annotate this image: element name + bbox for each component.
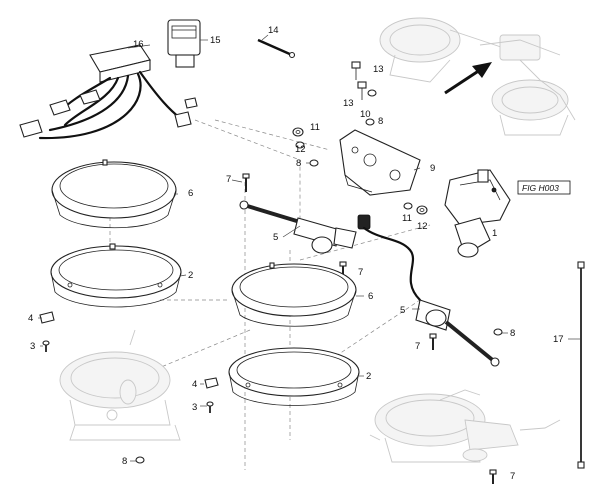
callout-leaders [38,34,580,462]
callout-8c: 8 [510,328,515,339]
callout-5b: 5 [400,305,405,316]
callout-3b: 3 [192,402,197,413]
cable-length-indicator [577,261,585,469]
callout-4a: 4 [28,313,33,324]
screw-7a [242,173,250,192]
callout-11b: 11 [402,213,412,224]
callout-2a: 2 [188,270,193,281]
arrow-right-up-icon [444,62,492,95]
spring-washer-11-top [295,141,305,149]
frame-ring-left [50,243,182,308]
callout-15: 15 [210,35,221,46]
washer-12-top [292,127,304,137]
callout-2b: 2 [366,371,371,382]
callout-8b: 8 [296,158,301,169]
figure-tag-text: FIG H003 [522,183,559,193]
bowl-ring-upper-left [51,159,177,229]
callout-12b: 12 [417,221,428,232]
nut-8-bottom [135,456,145,464]
clip-4a [39,311,55,324]
callout-17: 17 [553,334,564,345]
ghost-assembly-lower-right [369,389,561,463]
callout-14: 14 [268,25,279,36]
washer-12-right [416,205,428,215]
hydraulic-motor-unit [444,169,511,258]
linear-actuator-upper [239,200,422,302]
washer-13 [367,89,377,97]
callout-3a: 3 [30,341,35,352]
frame-ring-center [228,347,360,406]
callout-8d: 8 [122,456,127,467]
bolt-13a [351,61,361,80]
callout-13b: 13 [343,98,354,109]
callout-7a: 7 [226,174,231,185]
ghost-assembly-lower-left [59,329,181,441]
bowl-ring-center [231,262,357,327]
callout-6b: 6 [368,291,373,302]
nut-8-top [365,118,375,126]
ghost-assembly-top-right [379,17,576,136]
callout-16: 16 [133,39,144,50]
callout-9: 9 [430,163,435,174]
screw-3b [206,401,214,413]
spring-washer-11-right [403,202,413,210]
callout-10: 10 [360,109,371,120]
wiring-harness [19,44,198,140]
callout-7b: 7 [358,267,363,278]
callout-7d: 7 [510,471,515,482]
callout-labels: 16 15 14 10 13 13 8 11 12 8 9 11 12 1 7 … [28,25,564,482]
nut-8-right [493,328,503,336]
mounting-bracket [339,129,421,196]
bolt-13b [357,81,367,100]
screw-7c [429,333,437,350]
cable-tie [257,38,296,59]
callout-5a: 5 [273,232,278,243]
callout-6a: 6 [188,188,193,199]
screw-7d [489,469,497,484]
callout-13a: 13 [373,64,384,75]
clip-4b [204,377,219,389]
callout-4b: 4 [192,379,197,390]
callout-11a: 11 [310,122,320,133]
callout-1: 1 [492,228,497,239]
callout-8a: 8 [378,116,383,127]
callout-7c: 7 [415,341,420,352]
linear-actuator-lower [415,299,500,367]
callout-12a: 12 [295,144,306,155]
screw-3a [42,340,50,352]
relay-module [167,19,201,68]
figure-tag: FIG H003 [517,180,571,195]
nut-8-mid [309,159,319,167]
